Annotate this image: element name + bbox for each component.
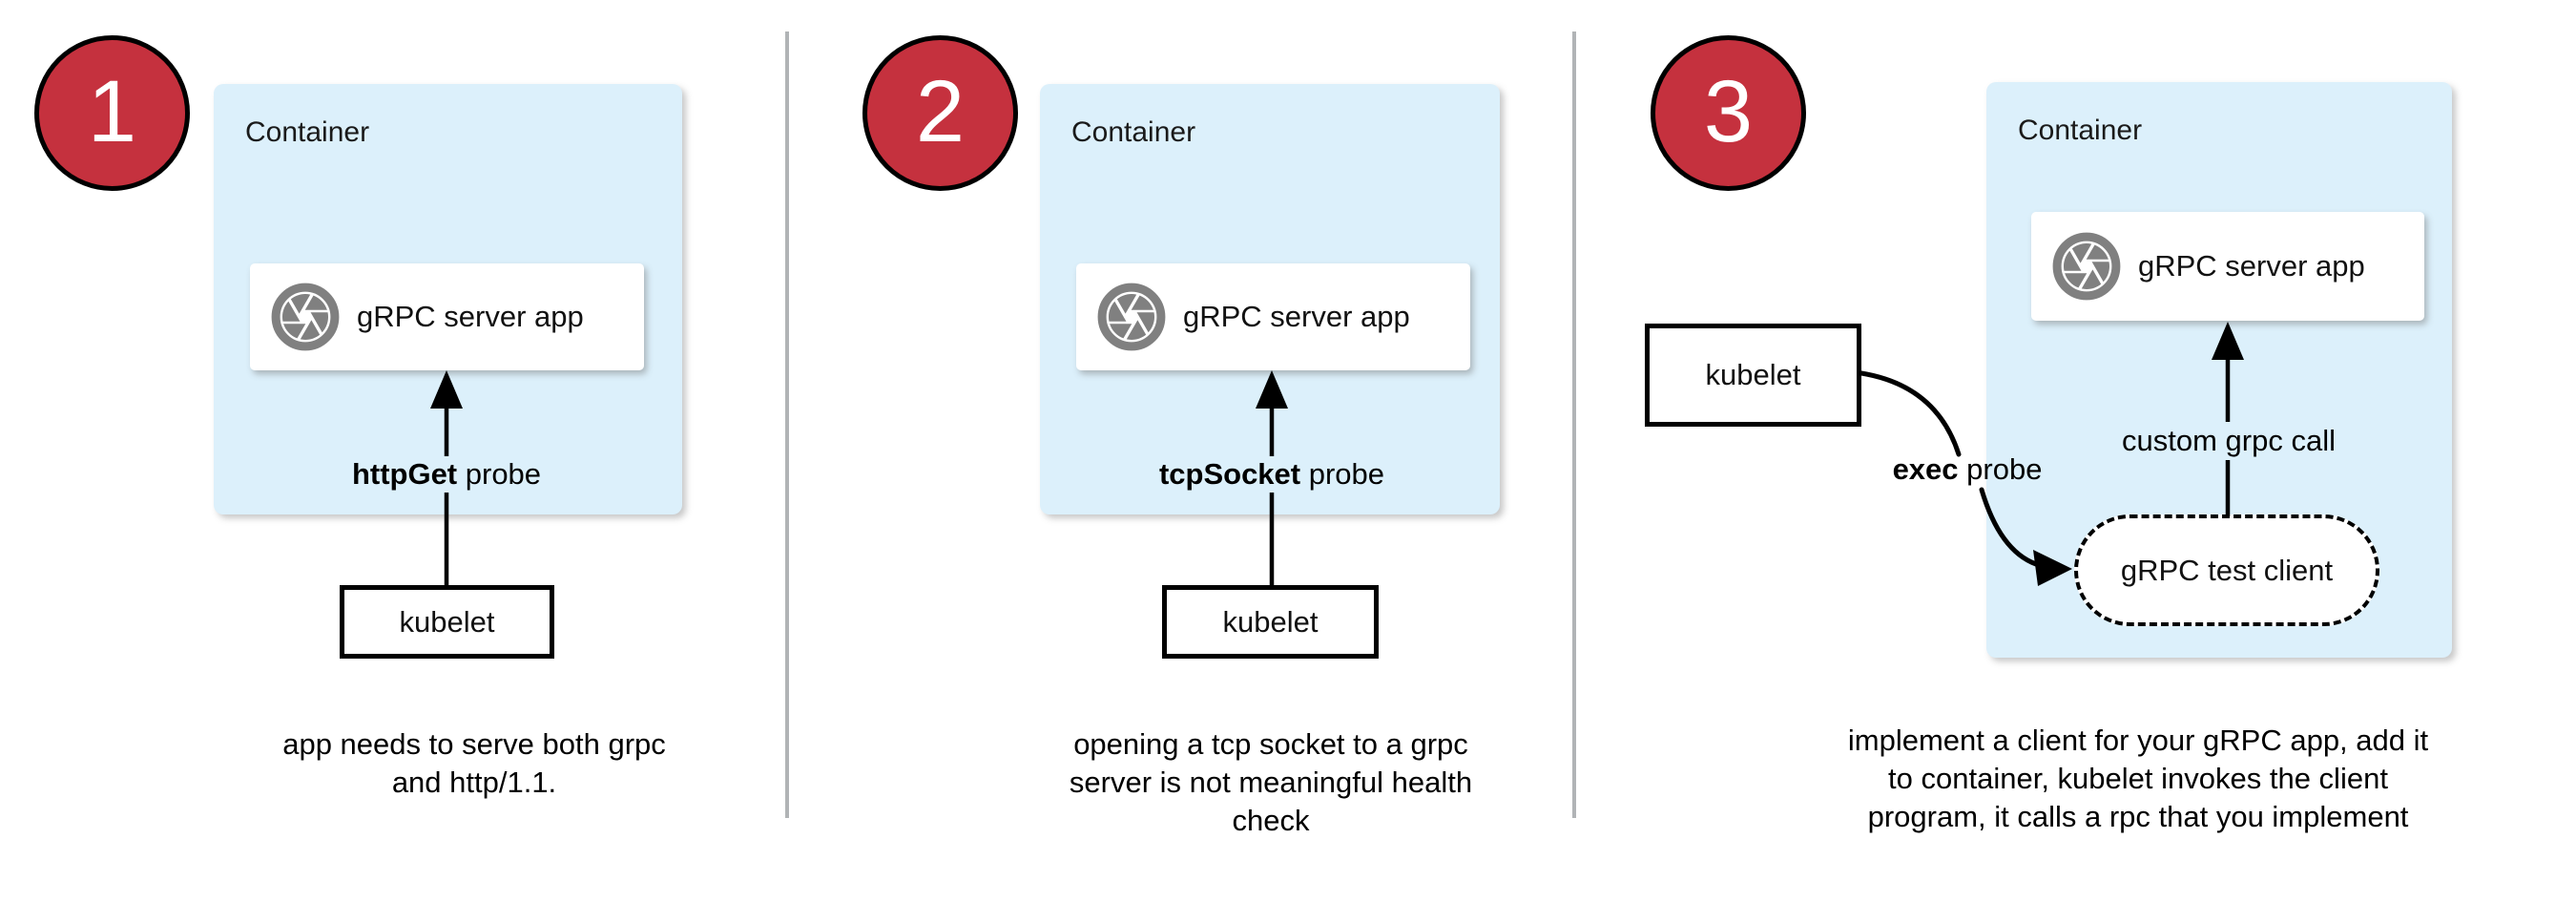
step-badge-2: 2 [862, 35, 1018, 191]
aperture-icon [1097, 283, 1166, 351]
probe-suffix-3: probe [1958, 452, 2043, 486]
curved-arrow-line [1859, 370, 1962, 457]
panel-divider-2 [1572, 31, 1576, 818]
container-label-1: Container [245, 116, 370, 148]
caption-2-line-3: check [1232, 804, 1310, 837]
probe-label-1: httpGet probe [303, 457, 590, 492]
kubelet-label-2: kubelet [1222, 604, 1319, 639]
container-label-3: Container [2018, 115, 2143, 146]
caption-1: app needs to serve both grpc and http/1.… [236, 725, 713, 802]
kubelet-box-2: kubelet [1162, 585, 1379, 659]
caption-3-line-3: program, it calls a rpc that you impleme… [1867, 800, 2409, 833]
container-label-2: Container [1071, 116, 1196, 148]
aperture-icon [2052, 232, 2121, 301]
grpc-server-app-box-2: gRPC server app [1076, 263, 1470, 370]
probe-name-3: exec [1892, 452, 1959, 486]
panel-divider-1 [785, 31, 789, 818]
probe-label-2: tcpSocket probe [1129, 457, 1415, 492]
grpc-server-app-box-3: gRPC server app [2031, 212, 2424, 321]
step-number-1: 1 [87, 62, 137, 160]
grpc-server-app-box-1: gRPC server app [250, 263, 644, 370]
probe-label-3: exec probe [1824, 452, 2110, 487]
probe-suffix-2: probe [1300, 457, 1385, 491]
kubelet-box-3: kubelet [1645, 324, 1861, 427]
step-number-2: 2 [915, 62, 966, 160]
step-number-3: 3 [1703, 62, 1754, 160]
caption-3-line-1: implement a client for your gRPC app, ad… [1847, 724, 2429, 757]
caption-3-line-2: to container, kubelet invokes the client [1888, 762, 2388, 795]
caption-2: opening a tcp socket to a grpc server is… [1023, 725, 1519, 840]
aperture-icon [271, 283, 340, 351]
caption-1-line-1: app needs to serve both grpc [282, 727, 666, 761]
caption-1-line-2: and http/1.1. [391, 766, 557, 799]
app-label-1: gRPC server app [357, 300, 584, 333]
caption-2-line-1: opening a tcp socket to a grpc [1073, 727, 1468, 761]
step-badge-3: 3 [1651, 35, 1806, 191]
caption-3: implement a client for your gRPC app, ad… [1804, 722, 2472, 836]
app-label-2: gRPC server app [1183, 300, 1410, 333]
kubelet-box-1: kubelet [340, 585, 554, 659]
caption-2-line-2: server is not meaningful health [1069, 766, 1473, 799]
probe-name-1: httpGet [351, 457, 458, 491]
grpc-test-client-oval: gRPC test client [2074, 514, 2379, 626]
probe-suffix-1: probe [457, 457, 542, 491]
custom-grpc-call-label: custom grpc call [2122, 424, 2336, 457]
kubelet-label-1: kubelet [399, 604, 495, 639]
probe-name-2: tcpSocket [1158, 457, 1301, 491]
kubelet-label-3: kubelet [1705, 358, 1801, 391]
grpc-test-client-label: gRPC test client [2120, 553, 2334, 587]
app-label-3: gRPC server app [2138, 249, 2365, 283]
step-badge-1: 1 [34, 35, 190, 191]
